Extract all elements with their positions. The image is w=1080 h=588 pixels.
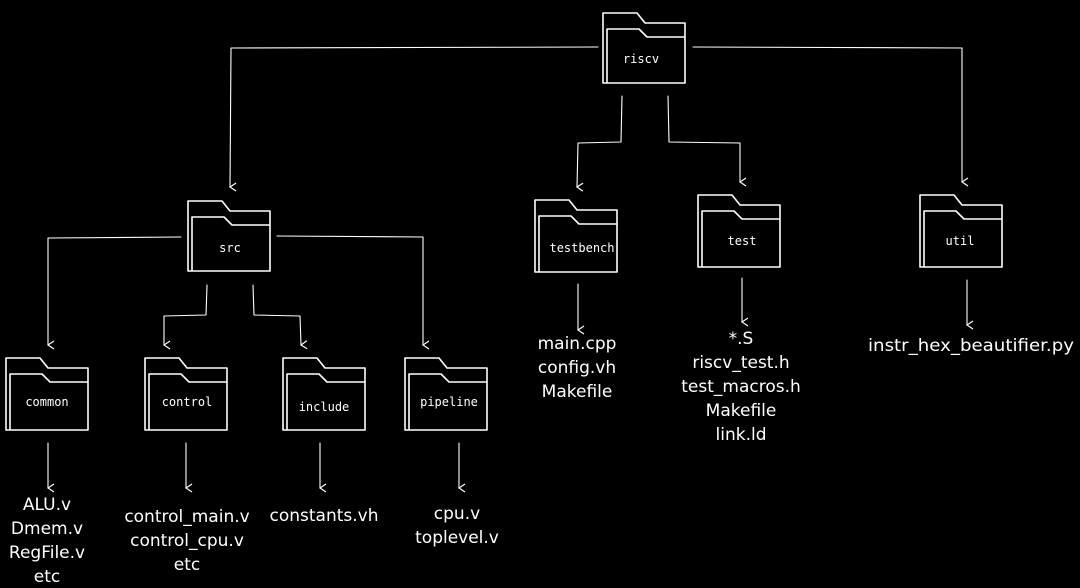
folder-icon [282,357,366,431]
folder-include[interactable]: include [282,357,366,431]
folder-icon [5,357,89,431]
folder-util[interactable]: util [919,194,1003,268]
arrow-riscv-to-util [692,46,962,182]
folder-label-pipeline: pipeline [420,395,478,409]
file-name: control_main.v [124,507,249,527]
folder-riscv[interactable]: riscv [602,12,686,84]
file-name: RegFile.v [9,543,85,563]
folder-icon [187,200,271,272]
folder-testbench[interactable]: testbench [534,199,618,273]
file-name: ALU.v [23,495,71,515]
file-name: etc [174,555,200,575]
file-name: etc [34,567,60,587]
file-name: constants.vh [270,506,379,526]
file-name: control_cpu.v [130,531,244,551]
arrow-src-to-pipeline [276,235,423,345]
folder-label-control: control [162,395,213,409]
folder-label-util: util [946,234,975,248]
folder-test[interactable]: test [697,194,781,268]
folder-icon [534,199,618,273]
folder-label-common: common [25,395,68,409]
folder-common[interactable]: common [5,357,89,431]
folder-label-include: include [299,400,350,414]
folder-icon [404,357,488,431]
folder-src[interactable]: src [187,200,271,272]
folder-icon [144,357,228,431]
file-name: riscv_test.h [692,353,789,373]
file-name: test_macros.h [681,377,801,397]
file-name: main.cpp [538,334,617,354]
arrow-riscv-to-test [667,95,740,182]
connector-arrows [48,46,967,488]
file-name: instr_hex_beautifier.py [868,336,1074,356]
arrow-src-to-include [252,284,301,345]
file-name: cpu.v [434,504,480,524]
file-name: Makefile [542,382,613,402]
folder-label-riscv: riscv [623,52,659,66]
folder-label-src: src [219,241,241,255]
arrow-src-to-common [48,236,182,345]
arrow-src-to-control [164,284,208,345]
folder-label-test: test [728,234,757,248]
file-name: Makefile [706,401,777,421]
folder-pipeline[interactable]: pipeline [404,357,488,431]
file-name: *.S [729,329,754,349]
folder-control[interactable]: control [144,357,228,431]
file-name: config.vh [538,358,616,378]
arrow-riscv-to-src [230,46,599,187]
folder-label-testbench: testbench [549,241,614,255]
arrow-riscv-to-testbench [577,95,623,187]
folder-icon [919,194,1003,268]
folder-icon [697,194,781,268]
folder-icon [602,12,686,84]
file-name: toplevel.v [415,528,499,548]
file-name: Dmem.v [11,519,83,539]
file-name: link.ld [716,425,767,445]
